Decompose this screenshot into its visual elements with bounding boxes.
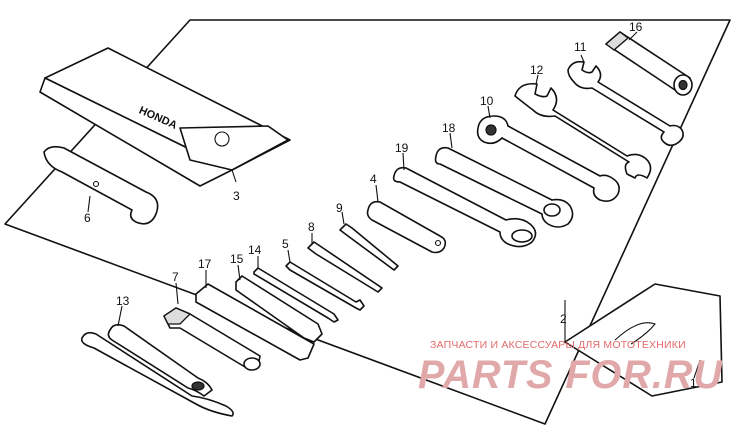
callout-11: 11 bbox=[574, 40, 587, 54]
tool-pouch: HONDA bbox=[39, 47, 291, 187]
callout-10: 10 bbox=[480, 94, 494, 108]
callout-9: 9 bbox=[336, 201, 343, 215]
callout-4: 4 bbox=[370, 172, 377, 186]
tool-bag-flat bbox=[564, 283, 723, 397]
callout-5: 5 bbox=[282, 237, 289, 251]
callout-8: 8 bbox=[308, 220, 315, 234]
wrench-12 bbox=[514, 74, 652, 179]
callout-15: 15 bbox=[230, 252, 244, 266]
flat-spanner bbox=[366, 184, 447, 254]
screwdriver-5 bbox=[285, 249, 365, 311]
hex-key-9 bbox=[339, 211, 399, 271]
hook-spanner bbox=[43, 145, 159, 225]
wrench-10 bbox=[476, 105, 620, 202]
callout-18: 18 bbox=[442, 121, 456, 135]
wrench-18 bbox=[434, 132, 574, 228]
callout-17: 17 bbox=[198, 257, 212, 271]
callout-13: 13 bbox=[116, 294, 130, 308]
plug-wrench bbox=[604, 31, 693, 96]
handle-bar-17 bbox=[195, 270, 315, 361]
callout-12: 12 bbox=[530, 63, 544, 77]
watermark-logo: PARTS FOR.RU bbox=[418, 353, 723, 397]
callout-16: 16 bbox=[629, 20, 643, 34]
callout-19: 19 bbox=[395, 141, 409, 155]
callout-14: 14 bbox=[248, 243, 262, 257]
box-spanner-7 bbox=[163, 282, 261, 371]
screwdriver-handle-15 bbox=[235, 264, 323, 343]
callout-7: 7 bbox=[172, 270, 179, 284]
pliers-13 bbox=[80, 305, 234, 417]
callout-6: 6 bbox=[84, 211, 91, 225]
hex-key-8 bbox=[307, 233, 383, 293]
callout-1: 1 bbox=[690, 376, 697, 390]
wrench-19 bbox=[392, 152, 537, 248]
callout-3: 3 bbox=[233, 189, 240, 203]
callout-2: 2 bbox=[560, 312, 567, 326]
screwdriver-14 bbox=[253, 256, 339, 323]
watermark-caption: ЗАПЧАСТИ И АКСЕССУАРЫ ДЛЯ МОТОТЕХНИКИ bbox=[430, 339, 686, 351]
wrench-11 bbox=[567, 54, 684, 147]
